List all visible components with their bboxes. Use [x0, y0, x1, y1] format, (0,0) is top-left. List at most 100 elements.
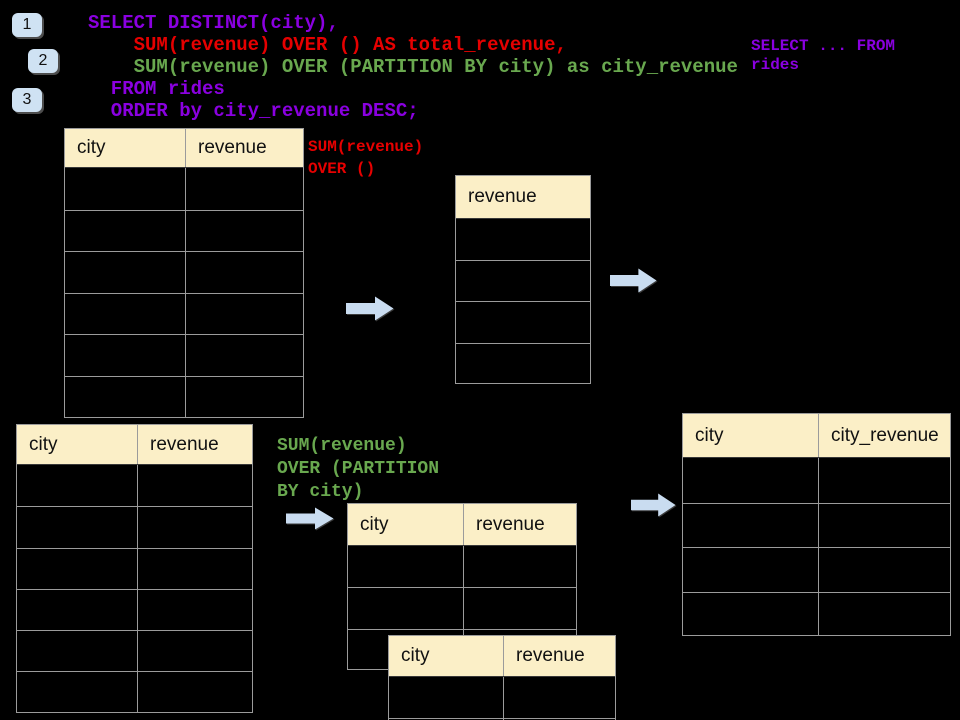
table-cell — [185, 335, 303, 376]
table-cell — [456, 219, 590, 260]
table-cell — [503, 677, 615, 718]
column-header-city: city — [360, 513, 389, 535]
table-cell — [137, 631, 252, 672]
column-header-revenue: revenue — [137, 425, 252, 464]
table-row — [683, 547, 950, 592]
table-row — [456, 219, 590, 260]
table-header-row: city revenue — [65, 129, 303, 168]
table-row — [456, 260, 590, 301]
table-source-top: city revenue — [64, 128, 304, 418]
column-header-city: city — [401, 645, 430, 666]
table-cell — [185, 168, 303, 210]
table-cell — [456, 344, 590, 384]
table-row — [65, 334, 303, 376]
table-cell — [456, 302, 590, 342]
table-row — [17, 465, 252, 507]
code-line: SUM(revenue) — [308, 138, 424, 156]
table-cell — [683, 504, 818, 548]
table-cell — [17, 590, 137, 630]
table-row — [65, 292, 303, 335]
table-header-row: city revenue — [17, 425, 252, 465]
table-cell — [818, 503, 950, 547]
table-cell — [17, 672, 137, 712]
step-badge-3: 3 — [12, 88, 42, 112]
table-row — [348, 587, 576, 629]
annotation-sum-over-total: SUM(revenue) OVER () — [308, 136, 423, 180]
table-cell — [137, 465, 252, 507]
column-header-revenue: revenue — [185, 129, 303, 167]
code-line: BY city) — [277, 482, 364, 502]
table-cell — [65, 294, 185, 335]
table-row — [65, 251, 303, 293]
step-badge-1: 1 — [12, 13, 42, 37]
code-line: SUM(revenue) — [277, 436, 407, 456]
table-cell — [137, 507, 252, 548]
table-row — [389, 677, 615, 718]
table-cell — [65, 211, 185, 252]
table-header-row: revenue — [456, 176, 590, 219]
table-cell — [185, 210, 303, 252]
sql-code-block: SELECT DISTINCT(city), SUM(revenue) OVER… — [88, 12, 738, 122]
table-cell — [17, 507, 137, 547]
code-line: ORDER by city_revenue DESC; — [88, 100, 419, 122]
table-cell — [65, 377, 185, 418]
table-row — [348, 546, 576, 588]
code-line: SUM(revenue) OVER (PARTITION BY city) as… — [88, 56, 738, 78]
column-header-city: city — [29, 433, 58, 455]
table-row — [65, 168, 303, 210]
column-header-revenue: revenue — [463, 504, 576, 545]
table-cell — [17, 465, 137, 506]
table-cell — [137, 589, 252, 631]
table-cell — [818, 548, 950, 592]
table-cell — [683, 548, 818, 592]
table-partition-input: city revenue — [347, 503, 577, 670]
code-line: SELECT ... FROM — [751, 37, 896, 55]
table-cell — [818, 592, 950, 636]
code-line: OVER (PARTITION — [277, 459, 440, 479]
code-line: SELECT DISTINCT(city), — [88, 12, 339, 34]
table-row — [17, 588, 252, 631]
table-row — [683, 591, 950, 637]
column-header-city: city — [695, 424, 724, 446]
table-row — [456, 301, 590, 342]
table-cell — [65, 252, 185, 293]
table-total-revenue: revenue — [455, 175, 591, 384]
flow-arrow-4-icon — [631, 493, 676, 517]
table-row — [17, 506, 252, 548]
column-header-city: city — [77, 137, 106, 158]
table-cell — [683, 593, 818, 637]
annotation-sum-over-partition: SUM(revenue) OVER (PARTITION BY city) — [277, 435, 439, 504]
flow-arrow-1-icon — [346, 296, 394, 321]
code-line: OVER () — [308, 160, 376, 178]
table-row — [17, 630, 252, 672]
table-cell — [17, 631, 137, 671]
table-cell — [185, 376, 303, 418]
table-cell — [456, 261, 590, 301]
table-cell — [463, 588, 576, 629]
column-header-city_revenue: city_revenue — [818, 414, 950, 457]
table-header-row: city revenue — [348, 504, 576, 546]
table-result-city-revenue: city city_revenue — [682, 413, 951, 636]
table-row — [683, 458, 950, 503]
table-cell — [17, 549, 137, 589]
table-cell — [348, 546, 463, 587]
table-source-bottom: city revenue — [16, 424, 253, 713]
table-cell — [463, 546, 576, 588]
flow-arrow-3-icon — [286, 507, 334, 530]
table-row — [17, 547, 252, 589]
table-row — [456, 342, 590, 384]
code-line: SUM(revenue) OVER () AS total_revenue, — [88, 34, 567, 56]
column-header-revenue: revenue — [468, 186, 537, 207]
flow-arrow-2-icon — [610, 268, 657, 293]
table-cell — [185, 252, 303, 293]
code-line: rides — [751, 56, 800, 74]
table-cell — [137, 672, 252, 713]
table-header-row: city city_revenue — [683, 414, 950, 458]
table-row — [65, 209, 303, 252]
table-row — [683, 502, 950, 548]
table-cell — [137, 548, 252, 589]
table-cell — [389, 677, 503, 718]
